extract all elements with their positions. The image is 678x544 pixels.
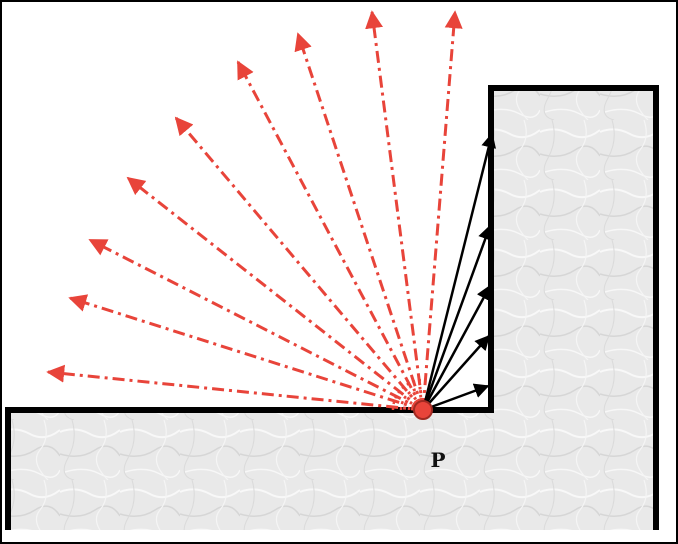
point-p-label: P	[430, 448, 445, 472]
blocked-ray-3	[421, 284, 492, 411]
free-ray-5	[174, 116, 425, 411]
blocked-ray-5	[421, 132, 497, 411]
free-ray-6	[236, 60, 425, 411]
free-rays	[46, 10, 463, 412]
point-p-marker	[413, 400, 433, 420]
free-ray-2	[68, 294, 424, 412]
free-ray-8	[365, 10, 425, 411]
blocked-ray-4	[421, 224, 493, 411]
free-ray-3	[88, 238, 424, 412]
angle-arc-1	[407, 394, 423, 411]
blocked-ray-1	[422, 383, 490, 412]
solid-outline	[5, 85, 659, 530]
blocked-ray-2	[422, 334, 490, 411]
blocked-rays	[421, 132, 497, 412]
free-ray-9	[421, 10, 463, 411]
free-ray-7	[294, 32, 425, 411]
